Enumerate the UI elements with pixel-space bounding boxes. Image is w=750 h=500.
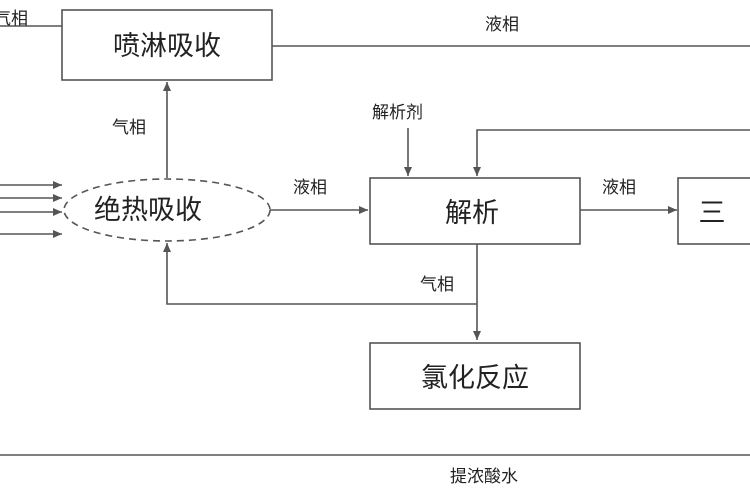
third-box-label: 三	[699, 198, 726, 229]
chlorination-label: 氯化反应	[421, 363, 529, 394]
spray-absorption-box	[61, 9, 273, 81]
spray-absorption-label: 喷淋吸收	[113, 31, 221, 62]
desorbent-label: 解析剂	[372, 103, 423, 123]
desorption-label: 解析	[445, 198, 499, 229]
gas-return-arrow	[163, 243, 477, 305]
liquid-to-desorption-label: 液相	[293, 178, 327, 198]
liquid-to-third-label: 液相	[602, 178, 636, 198]
third-box	[677, 177, 750, 245]
desorption-box	[369, 177, 581, 245]
recycle-arrow	[473, 129, 750, 176]
top-liquid-label: 液相	[485, 15, 519, 35]
gas-up-label: 气相	[112, 118, 146, 138]
top-left-gas-label: 气相	[0, 9, 28, 29]
chlorination-box	[369, 342, 581, 410]
bottom-label: 提浓酸水	[450, 467, 518, 487]
gas-down-label: 气相	[420, 275, 454, 295]
adiabatic-absorption-label: 绝热吸收	[94, 195, 202, 226]
